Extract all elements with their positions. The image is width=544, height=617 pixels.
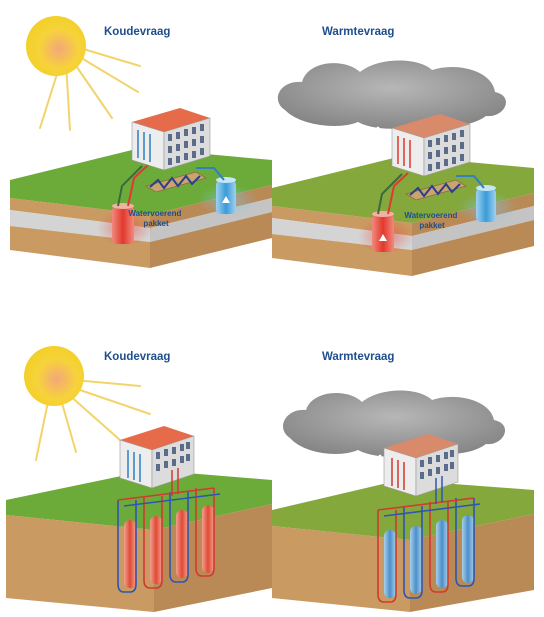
- panel-title: Warmtevraag: [322, 26, 394, 38]
- building-icon: [119, 426, 195, 496]
- panel-title: Koudevraag: [104, 26, 170, 38]
- cold-well: [216, 177, 236, 214]
- warm-well: [372, 211, 394, 252]
- sun-icon: [24, 346, 151, 461]
- panel-closed-cold: Koudevraag: [6, 346, 272, 612]
- building-icon: [383, 434, 459, 504]
- panel-closed-warm: Warmtevraag: [272, 351, 534, 612]
- heat-exchanger-icon: [144, 171, 208, 193]
- panel-title: Warmtevraag: [322, 351, 394, 363]
- panel-title: Koudevraag: [104, 351, 170, 363]
- aquifer-label: Watervoerend pakket: [404, 211, 459, 230]
- aquifer-label: Watervoerend pakket: [128, 209, 183, 228]
- building-icon: [391, 114, 471, 177]
- cold-well: [476, 185, 496, 222]
- panel-aquifer-cold: Koudevraag: [10, 16, 272, 268]
- panel-aquifer-warm: Warmtevraag: [272, 26, 534, 276]
- sun-icon: [26, 16, 141, 131]
- heat-exchanger-icon: [404, 179, 468, 201]
- borehole-probes: [377, 497, 481, 603]
- borehole-probes: [117, 487, 221, 593]
- building-icon: [131, 108, 211, 171]
